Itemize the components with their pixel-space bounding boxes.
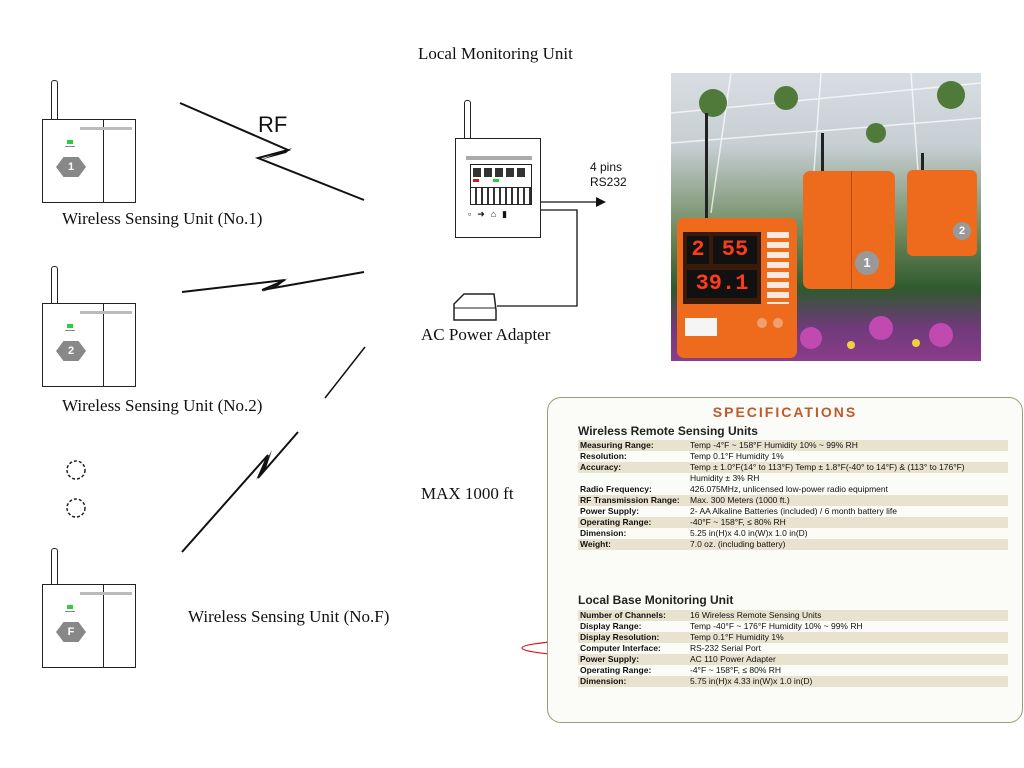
rs232-label: 4 pins RS232 — [590, 160, 627, 190]
base-device-photo: 2 55 39.1 — [677, 218, 797, 358]
sensor-device-1-photo: 1 — [803, 171, 895, 289]
spec-row: Power Supply:2- AA Alkaline Batteries (i… — [580, 506, 897, 516]
sensor-unit-1-icon: 1 — [42, 119, 136, 203]
antenna-icon — [464, 100, 471, 141]
display-humidity: 55 — [713, 236, 757, 264]
display-temperature: 39.1 — [687, 270, 757, 298]
spec-row: Operating Range:-4°F ~ 158°F, ≤ 80% RH — [580, 665, 782, 675]
ac-power-adapter-icon — [453, 293, 497, 321]
sensor-device-2-photo: 2 — [907, 170, 977, 256]
ac-adapter-label: AC Power Adapter — [421, 325, 551, 344]
sensor-label-2: Wireless Sensing Unit (No.2) — [62, 396, 263, 415]
spec-row: Accuracy:Temp ± 1.0°F(14° to 113°F) Temp… — [578, 462, 1008, 473]
sensor-id-badge: 1 — [56, 157, 86, 177]
spec-row: Radio Frequency:426.075MHz, unlicensed l… — [580, 484, 888, 494]
spec-row: Display Range:Temp -40°F ~ 176°F Humidit… — [580, 621, 863, 631]
antenna-icon — [51, 548, 58, 585]
remote-units-heading: Wireless Remote Sensing Units — [578, 424, 758, 438]
sensor-unit-2-icon: 2 — [42, 303, 136, 387]
sensor-label-1: Wireless Sensing Unit (No.1) — [62, 209, 263, 228]
base-monitoring-unit-icon: ▫➜⌂▮ — [455, 138, 541, 238]
spec-row: Humidity ± 3% RH — [690, 473, 760, 483]
device-badge: 1 — [855, 251, 879, 275]
product-photo: 2 1 2 55 39.1 — [671, 73, 981, 361]
specifications-title: SPECIFICATIONS — [712, 404, 858, 420]
sensor-id-badge: F — [56, 622, 86, 642]
spec-row-highlighted: Computer Interface:RS-232 Serial Port — [580, 643, 761, 653]
antenna-icon — [51, 80, 58, 121]
diagram-title: Local Monitoring Unit — [418, 44, 573, 63]
sensor-label-f: Wireless Sensing Unit (No.F) — [188, 607, 390, 626]
sensor-unit-f-icon: F — [42, 584, 136, 668]
spec-row: Weight:7.0 oz. (including battery) — [578, 539, 1008, 550]
rs232-label-pins: 4 pins — [590, 160, 623, 174]
spec-row: RF Transmission Range:Max. 300 Meters (1… — [578, 495, 1008, 506]
max-range-label: MAX 1000 ft — [421, 484, 514, 503]
spec-row: Operating Range:-40°F ~ 158°F, ≤ 80% RH — [578, 517, 1008, 528]
specifications-panel: SPECIFICATIONS Wireless Remote Sensing U… — [547, 397, 1023, 723]
rs232-label-port: RS232 — [590, 175, 627, 189]
spec-row: Dimension:5.75 in(H)x 4.33 in(W)x 1.0 in… — [578, 676, 1008, 687]
display-channel: 2 — [687, 236, 709, 264]
spec-row: Measuring Range:Temp -4°F ~ 158°F Humidi… — [578, 440, 1008, 451]
sensor-id-badge: 2 — [56, 341, 86, 361]
spec-row: Resolution:Temp 0.1°F Humidity 1% — [580, 451, 784, 461]
antenna-icon — [51, 266, 58, 305]
spec-row: Number of Channels:16 Wireless Remote Se… — [578, 610, 1008, 621]
base-unit-heading: Local Base Monitoring Unit — [578, 593, 734, 607]
rf-label: RF — [258, 112, 288, 137]
spec-row: Display Resolution:Temp 0.1°F Humidity 1… — [578, 632, 1008, 643]
ellipsis-dots-icon — [66, 460, 86, 518]
device-badge: 2 — [953, 222, 971, 240]
spec-row: Dimension:5.25 in(H)x 4.0 in(W)x 1.0 in(… — [580, 528, 808, 538]
spec-row: Power Supply:AC 110 Power Adapter — [578, 654, 1008, 665]
